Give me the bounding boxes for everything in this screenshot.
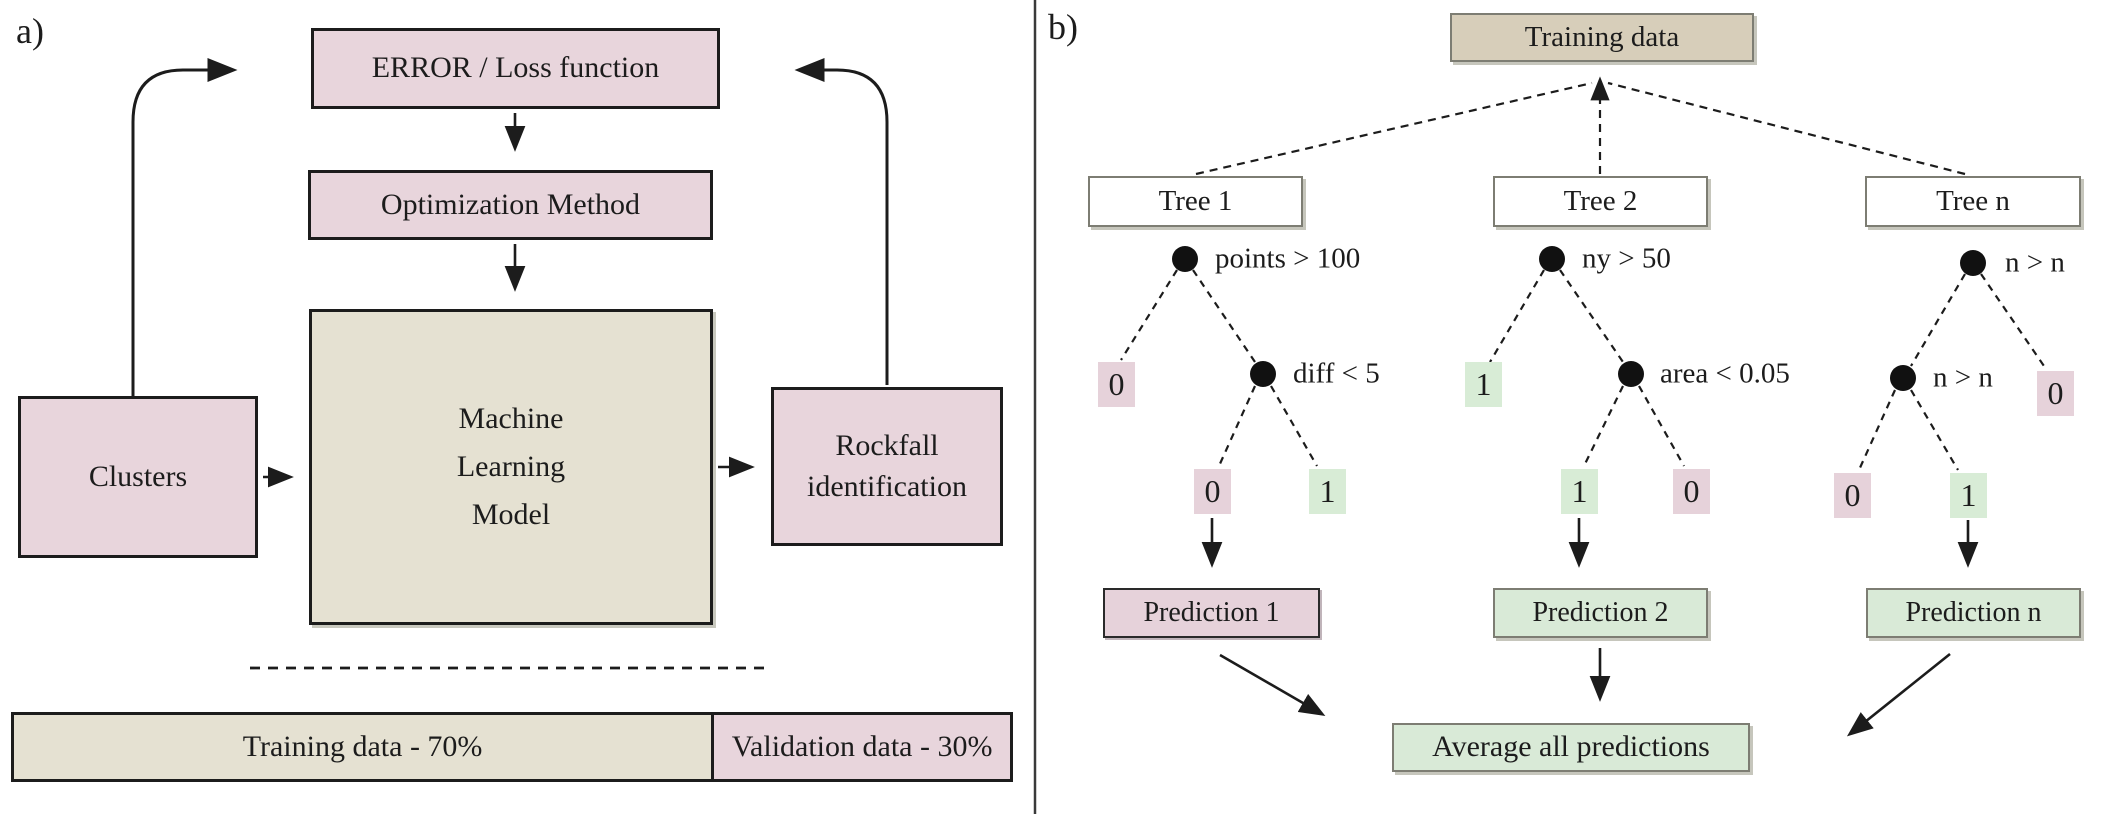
rockfall-line-2: identification — [807, 469, 967, 503]
tree2-child-condition: area < 0.05 — [1660, 357, 1790, 390]
treen-root-leaf: 0 — [2037, 371, 2074, 416]
tree2-edges — [1489, 246, 1685, 467]
clusters-label: Clusters — [88, 459, 188, 493]
clusters-to-error-curved-arrow — [131, 58, 238, 400]
tree-2-label: Tree 2 — [1563, 184, 1638, 217]
prediction-2-label: Prediction 2 — [1532, 597, 1669, 629]
average-all-predictions-box: Average all predictions — [1392, 723, 1750, 772]
tree1-root-condition: points > 100 — [1215, 242, 1361, 275]
treen-root-condition: n > n — [2005, 246, 2065, 279]
tree1-leaf-left: 0 — [1194, 469, 1231, 514]
tree1-root-leaf: 0 — [1098, 362, 1135, 407]
optimization-method-label: Optimization Method — [380, 187, 641, 221]
tree-1-box: Tree 1 — [1088, 176, 1303, 227]
clusters-box: Clusters — [18, 396, 258, 558]
training-data-segment-label: Training data - 70% — [242, 730, 483, 763]
prediction-1-label: Prediction 1 — [1143, 597, 1280, 629]
tree2-root-condition: ny > 50 — [1582, 242, 1671, 275]
rockfall-line-1: Rockfall — [835, 429, 939, 462]
treen-edges — [1857, 250, 2045, 471]
ml-line-1: Machine — [458, 402, 564, 435]
error-loss-box: ERROR / Loss function — [311, 28, 720, 109]
prediction-n-label: Prediction n — [1905, 597, 2042, 629]
tree-2-box: Tree 2 — [1493, 176, 1708, 227]
treen-leaf-left: 0 — [1834, 473, 1871, 518]
predictionn-to-average-arrow — [1846, 652, 1951, 737]
tree1-root-node-dot — [1172, 246, 1198, 272]
trainingdata-to-treen-dashed — [1607, 81, 1966, 176]
tree1-edges — [1120, 246, 1318, 467]
machine-learning-model-box: Machine Learning Model — [309, 309, 713, 625]
error-loss-label: ERROR / Loss function — [371, 51, 660, 85]
rockfall-identification-box: Rockfall identification — [771, 387, 1003, 546]
prediction1-to-average-arrow — [1219, 653, 1326, 716]
treen-child-condition: n > n — [1933, 361, 1993, 394]
prediction-1-box: Prediction 1 — [1103, 588, 1320, 638]
validation-data-segment: Validation data - 30% — [711, 715, 1010, 779]
tree2-child-node-dot — [1618, 361, 1644, 387]
average-all-predictions-label: Average all predictions — [1432, 730, 1710, 764]
tree-n-label: Tree n — [1936, 184, 2010, 217]
data-split-bar: Training data - 70% Validation data - 30… — [11, 712, 1013, 782]
tree-n-box: Tree n — [1865, 176, 2081, 227]
tree1-leaf-right: 1 — [1309, 469, 1346, 514]
ml-line-2: Learning — [456, 450, 566, 483]
training-data-box: Training data — [1450, 13, 1754, 62]
panel-b-label: b) — [1048, 7, 1078, 47]
panel-a-label: a) — [16, 11, 44, 51]
tree2-root-node-dot — [1539, 246, 1565, 272]
validation-data-segment-label: Validation data - 30% — [731, 730, 993, 763]
rockfall-to-error-curved-arrow — [794, 58, 889, 385]
tree2-root-leaf: 1 — [1465, 362, 1502, 407]
tree2-leaf-right: 0 — [1673, 469, 1710, 514]
prediction-2-box: Prediction 2 — [1493, 588, 1708, 638]
treen-root-node-dot — [1960, 250, 1986, 276]
prediction-n-box: Prediction n — [1866, 588, 2081, 638]
trainingdata-to-tree1-dashed — [1195, 81, 1593, 176]
treen-child-node-dot — [1890, 365, 1916, 391]
optimization-method-box: Optimization Method — [308, 170, 713, 240]
training-data-segment: Training data - 70% — [14, 715, 712, 779]
training-data-box-label: Training data — [1524, 20, 1680, 53]
ml-line-3: Model — [471, 498, 551, 531]
tree1-child-node-dot — [1250, 361, 1276, 387]
tree-1-label: Tree 1 — [1158, 184, 1233, 217]
tree2-leaf-left: 1 — [1561, 469, 1598, 514]
treen-leaf-right: 1 — [1950, 473, 1987, 518]
tree1-child-condition: diff < 5 — [1293, 357, 1380, 390]
